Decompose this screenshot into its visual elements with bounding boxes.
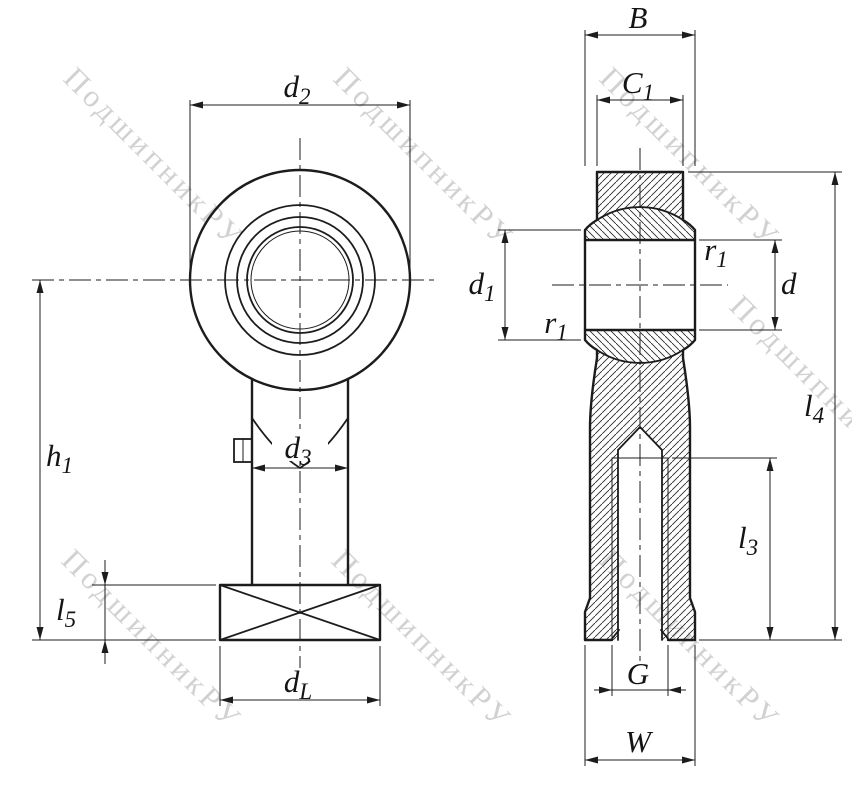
flat-mark-diagonal [219,584,381,641]
threaded-hole [610,426,670,641]
bore-chamfer-circle [250,230,350,330]
race-circle [224,204,376,356]
label-d: d [781,266,797,301]
label-r1-left: r1 [544,305,568,345]
sphere-bottom-arc [596,349,684,364]
label-r1-right: r1 [704,232,728,272]
label-l3: l3 [738,520,758,560]
head-outer-circle [188,168,412,392]
label-l4: l4 [804,388,824,428]
watermark-text: ПодшипникРУ [57,60,252,255]
label-G: G [627,656,649,691]
bore-circle [246,226,354,334]
front-view-dimensions: d2 d3 dL h1 l5 [32,69,411,706]
side-outer-profile [583,170,697,642]
label-B: B [629,0,648,35]
watermark-text: ПодшипникРУ [723,288,852,483]
label-dL: dL [284,664,312,704]
label-d2: d2 [284,69,311,109]
housing-top-hatch [597,172,683,220]
ball-bottom-hatch [585,330,695,363]
watermarks: ПодшипникРУ ПодшипникРУ ПодшипникРУ Подш… [55,60,852,737]
label-C1: C1 [622,65,654,105]
label-h1: h1 [46,438,73,478]
ball-top-hatch [585,207,695,240]
label-W: W [625,724,654,759]
label-d1: d1 [469,266,496,306]
side-section-view [552,148,728,665]
sphere-top-arc [596,206,684,221]
body-hatch [585,350,695,640]
label-l5: l5 [56,592,76,632]
ball-face-circle [236,216,364,344]
watermark-text: ПодшипникРУ [327,60,522,255]
base-flange [218,583,382,642]
side-view-dimensions: B C1 d1 d r1 r1 l4 l3 G W [469,0,842,766]
label-d3: d3 [285,430,312,470]
